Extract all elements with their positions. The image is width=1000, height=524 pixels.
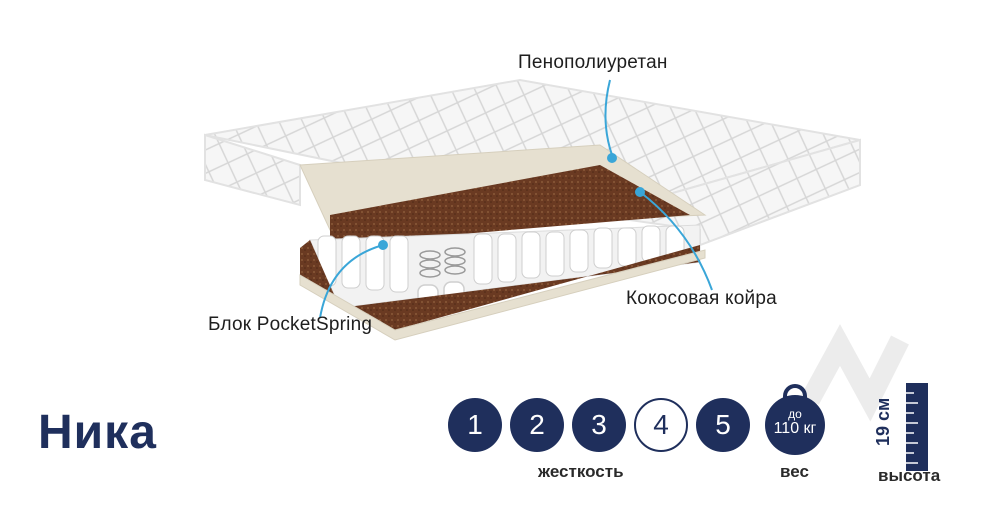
callout-lines (319, 79, 713, 319)
firmness-level-3: 3 (572, 398, 626, 452)
product-title: Ника (38, 406, 157, 459)
firmness-level-2: 2 (510, 398, 564, 452)
firmness-caption: жесткость (538, 462, 624, 481)
firmness-level-4: 4 (634, 398, 688, 452)
watermark-shape (801, 324, 909, 422)
height-value: 19 см (873, 397, 893, 446)
height-caption: высота (878, 466, 941, 485)
weight-icon-handle (783, 384, 807, 402)
firmness-scale: 1 2 3 4 5 (448, 398, 750, 452)
height-ruler-icon (906, 383, 928, 471)
layer-label-middle: Кокосовая койра (626, 288, 777, 309)
coir-layer-bottom (300, 240, 700, 330)
weight-caption: вес (780, 462, 809, 481)
callout-dots (378, 153, 645, 250)
mattress-side-left (204, 133, 301, 207)
weight-prefix: до (788, 407, 802, 421)
firmness-level-5: 5 (696, 398, 750, 452)
foam-layer-bottom (299, 249, 706, 341)
weight-value: 110 кг (773, 420, 817, 437)
layer-label-bottom: Блок PocketSpring (208, 314, 373, 335)
coir-layer-top (330, 165, 690, 245)
layer-label-top: Пенополиуретан (518, 52, 668, 73)
firmness-level-1: 1 (448, 398, 502, 452)
weight-icon: до 110 кг (765, 395, 825, 455)
